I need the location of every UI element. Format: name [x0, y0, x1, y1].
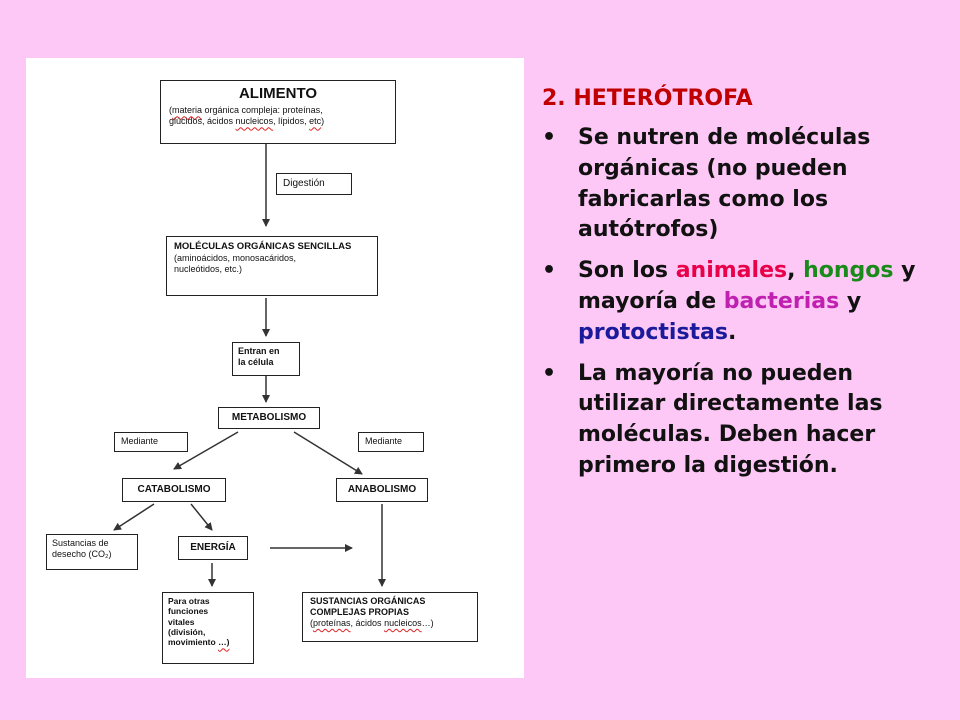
digestion-label: Digestión — [276, 173, 352, 195]
word-animales: animales — [675, 258, 788, 284]
arrow-metabolismo-to-anabolismo — [293, 431, 363, 475]
section-heading: 2. HETERÓTROFA — [542, 86, 753, 111]
alimento-title: ALIMENTO — [238, 85, 318, 102]
word-protoctistas: protoctistas — [578, 319, 728, 345]
funciones-line1: Para otras — [168, 596, 210, 606]
funciones-line3: vitales — [168, 616, 195, 627]
bullet-1: • Se nutren de moléculas orgánicas (no p… — [538, 123, 938, 246]
moleculas-line1: (aminoácidos, monosacáridos, — [174, 252, 297, 263]
entran-line2: la célula — [238, 356, 274, 367]
entran-box: Entran en la célula — [232, 342, 300, 376]
moleculas-box: MOLÉCULAS ORGÁNICAS SENCILLAS (aminoácid… — [166, 236, 378, 296]
bullet-3-text: La mayoría no pueden utilizar directamen… — [578, 360, 883, 478]
funciones-line5: movimiento …) — [168, 637, 230, 648]
organicas-line1: SUSTANCIAS ORGÁNICAS — [310, 596, 426, 606]
sustancias-desecho-box: Sustancias de desecho (CO₂) — [46, 534, 138, 570]
moleculas-line2: nucleótidos, etc.) — [174, 263, 243, 274]
otras-funciones-box: Para otras funciones vitales (división, … — [162, 592, 254, 664]
moleculas-title: MOLÉCULAS ORGÁNICAS SENCILLAS — [174, 241, 352, 252]
bullet-dot: • — [542, 258, 557, 284]
arrow-catabolismo-to-desecho — [113, 503, 155, 531]
anabolismo-box: ANABOLISMO — [336, 478, 428, 502]
energia-box: ENERGÍA — [178, 536, 248, 560]
alimento-desc-line1: (materia orgánica compleja: proteínas, — [169, 105, 323, 116]
diagram-arrows — [113, 144, 386, 587]
desecho-line1: Sustancias de — [52, 538, 109, 548]
metabolismo-box: METABOLISMO — [218, 407, 320, 429]
bullet-dot: • — [542, 360, 557, 386]
organicas-line3: (proteínas, ácidos nucleicos…) — [310, 617, 434, 628]
word-bacterias: bacterias — [723, 288, 840, 314]
text-panel: 2. HETERÓTROFA • Se nutren de moléculas … — [538, 86, 938, 492]
alimento-box: ALIMENTO (materia orgánica compleja: pro… — [160, 80, 396, 144]
desecho-line2: desecho (CO₂) — [52, 548, 112, 559]
mediante-left-label: Mediante — [114, 432, 188, 452]
metabolism-diagram: ALIMENTO (materia orgánica compleja: pro… — [26, 58, 524, 678]
funciones-line2: funciones — [168, 606, 209, 617]
bullet-2: • Son los animales, hongos y mayoría de … — [542, 258, 916, 345]
entran-line1: Entran en — [238, 346, 280, 356]
funciones-line4: (división, — [168, 627, 206, 638]
bullet-1-text: Se nutren de moléculas orgánicas (no pue… — [578, 125, 871, 243]
alimento-desc-line2: glúcidos, ácidos nucleicos, lípidos, etc… — [169, 116, 325, 127]
mediante-right-label: Mediante — [358, 432, 424, 452]
bullet-3: • La mayoría no pueden utilizar directam… — [538, 359, 938, 482]
word-hongos: hongos — [803, 258, 894, 284]
arrow-catabolismo-to-energia — [190, 503, 213, 531]
arrow-metabolismo-to-catabolismo — [173, 431, 239, 470]
catabolismo-box: CATABOLISMO — [122, 478, 226, 502]
organicas-line2: COMPLEJAS PROPIAS — [310, 606, 410, 617]
bullet-dot: • — [542, 125, 557, 150]
sustancias-organicas-box: SUSTANCIAS ORGÁNICAS COMPLEJAS PROPIAS (… — [302, 592, 478, 642]
